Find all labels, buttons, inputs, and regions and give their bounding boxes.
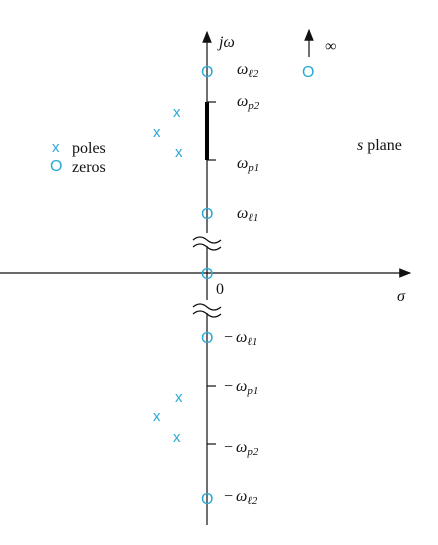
label-wp2-neg: −ωp2: [224, 439, 259, 458]
legend-pole-icon: x: [52, 139, 60, 156]
s-plane-word: plane: [363, 137, 402, 154]
pole-marker-upper-1: x: [173, 104, 181, 121]
origin-label: 0: [216, 281, 224, 298]
zero-marker-wl1-neg: O: [201, 330, 213, 347]
label-wl2-pos: ωℓ2: [237, 61, 259, 80]
label-wp1-neg: −ωp1: [224, 378, 258, 397]
pole-marker-upper-2: x: [153, 124, 161, 141]
pole-marker-upper-3: x: [175, 144, 183, 161]
label-wp2-pos: ωp2: [237, 93, 260, 112]
zero-marker-wl2-neg: O: [201, 491, 213, 508]
zero-marker-wl2-pos: O: [201, 64, 213, 81]
legend-poles-label: poles: [72, 140, 106, 157]
s-plane-label: s plane: [357, 137, 402, 154]
label-wl1-pos: ωℓ1: [237, 205, 258, 224]
sigma-axis-label: σ: [397, 288, 406, 305]
label-wp1-pos: ωp1: [237, 155, 259, 174]
zero-at-infinity-marker: O: [302, 64, 314, 81]
zero-marker-origin: O: [201, 266, 213, 283]
axis-break-lower: [192, 303, 222, 318]
axis-break-upper: [192, 236, 222, 251]
pole-marker-lower-1: x: [175, 389, 183, 406]
pole-marker-lower-2: x: [153, 408, 161, 425]
label-wl1-neg: −ωℓ1: [224, 329, 257, 348]
pole-marker-lower-3: x: [173, 429, 181, 446]
legend-zeros-label: zeros: [72, 159, 106, 176]
zero-marker-wl1-pos: O: [201, 206, 213, 223]
infinity-symbol: ∞: [325, 38, 336, 55]
label-wl2-neg: −ωℓ2: [224, 488, 258, 507]
jw-axis-label: jω: [217, 34, 235, 51]
legend-zero-icon: O: [50, 158, 62, 175]
